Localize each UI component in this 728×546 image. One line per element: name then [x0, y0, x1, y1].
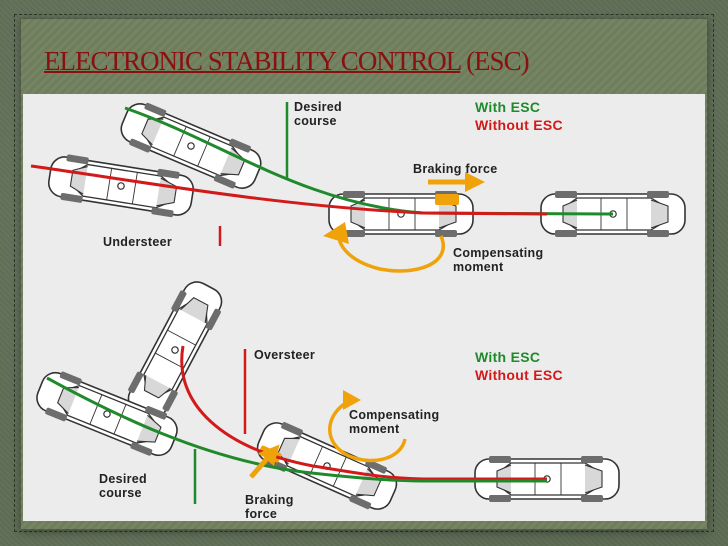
slide-title-suffix: (ESC) [466, 46, 529, 76]
legend-with-esc-bottom: With ESC [475, 349, 541, 365]
compensating-arc-top [337, 231, 445, 273]
legend-with-esc-top: With ESC [475, 99, 541, 115]
legend-without-esc-top: Without ESC [475, 117, 563, 133]
with-esc-path-top [124, 106, 614, 216]
with-esc-path-bottom [46, 376, 547, 483]
slide-title: ELECTRONIC STABILITY CONTROL (ESC) [44, 46, 530, 77]
legend-without-esc-bottom: Without ESC [475, 367, 563, 383]
compensating-arrowhead-bottom [343, 390, 361, 410]
slide-frame [14, 14, 714, 532]
braking-force-arrow-bottom [249, 444, 280, 479]
oversteer-label: Oversteer [254, 348, 316, 362]
compensating-moment-label-bottom: Compensating moment [349, 408, 440, 436]
esc-diagram: Desired course With ESC Without ESC Brak… [23, 94, 705, 521]
compensating-moment-label-top: Compensating moment [453, 246, 544, 274]
braking-force-label-top: Braking force [413, 162, 498, 176]
braking-force-wheel-top [435, 194, 459, 205]
compensating-arrowhead-top [323, 222, 349, 244]
desired-course-label-top: Desired course [294, 100, 342, 128]
desired-course-label-bottom: Desired course [99, 472, 147, 500]
without-esc-path-top [30, 164, 548, 216]
understeer-label: Understeer [103, 235, 172, 249]
car-bottom-oversteer [120, 274, 230, 426]
compensating-arc-bottom [328, 398, 407, 463]
braking-force-label-bottom: Braking force [245, 493, 294, 521]
esc-diagram-svg [30, 95, 686, 518]
without-esc-path-bottom [180, 345, 547, 481]
slide-title-main: ELECTRONIC STABILITY CONTROL [44, 46, 461, 76]
